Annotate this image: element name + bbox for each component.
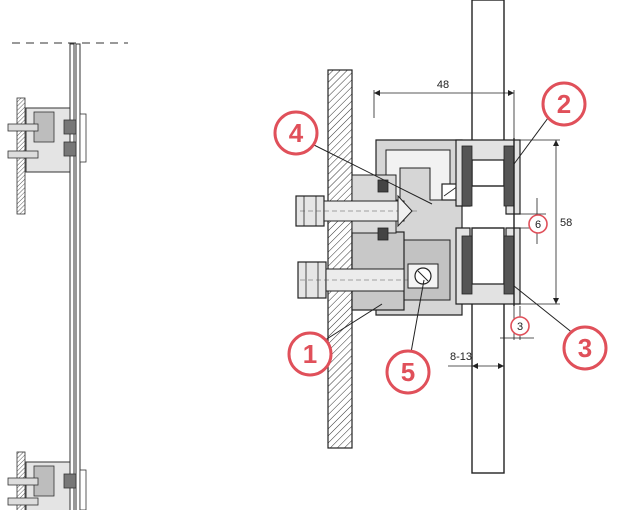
lower-bolt (297, 261, 420, 299)
dim-8-13-label: 8-13 (450, 351, 472, 363)
dim-48-label: 48 (437, 79, 449, 91)
hatched-support-wall (327, 69, 353, 449)
leader-4 (307, 141, 433, 205)
lower-outer-plate (79, 469, 87, 511)
callout-2: 2 (541, 81, 587, 127)
glass-pane-right (75, 43, 81, 515)
callout-4: 4 (273, 110, 319, 156)
lower-gasket (63, 473, 77, 489)
upper-bracket-small (7, 97, 87, 215)
callout-1-circle (287, 331, 333, 377)
dim-3-label: 3 (517, 321, 523, 333)
dimension-48: 48 (373, 79, 515, 140)
callout-4-circle (273, 110, 319, 156)
callout-5: 5 (385, 349, 431, 395)
callout-3: 3 (562, 325, 608, 371)
dimension-3: 3 (500, 306, 534, 340)
upper-bolt-tip (397, 194, 413, 228)
upper-bolt (295, 179, 420, 241)
callout-4-label: 4 (289, 118, 304, 148)
dimension-8-13: 8-13 (448, 351, 505, 374)
upper-gasket-top (63, 119, 77, 135)
callout-1-label: 1 (303, 339, 317, 369)
callout-2-label: 2 (557, 89, 571, 119)
callout-5-circle (385, 349, 431, 395)
dim-6-label: 6 (535, 219, 541, 231)
part3-gasket-outer-lower (503, 235, 515, 295)
detail-section: 48 58 6 3 (273, 0, 608, 474)
lower-bolt-1 (7, 477, 39, 486)
overview-elevation (7, 42, 128, 515)
callout-5-label: 5 (401, 357, 415, 387)
dim-6-highlight-circle (528, 214, 548, 234)
leader-3 (513, 285, 575, 335)
leader-5 (409, 279, 425, 359)
lower-bolt-2 (7, 497, 39, 506)
upper-gasket-bottom (63, 141, 77, 157)
dimension-58: 58 (520, 139, 572, 305)
callout-1: 1 (287, 331, 333, 377)
callout-3-label: 3 (578, 333, 592, 363)
upper-bolt-1 (7, 123, 39, 132)
upper-outer-plate (79, 113, 87, 163)
gasket-inner-upper (461, 145, 473, 207)
dimension-6: 6 (520, 198, 548, 244)
leader-1 (321, 303, 383, 343)
callout-3-circle (562, 325, 608, 371)
gasket-inner-lower (461, 235, 473, 295)
dim-3-highlight-circle (510, 316, 530, 336)
dim-58-label: 58 (560, 217, 572, 229)
part2-gasket-outer-upper (503, 145, 515, 207)
callout-2-circle (541, 81, 587, 127)
glass-pane-left (69, 43, 75, 515)
upper-bolt-2 (7, 150, 39, 159)
upper-washer-bottom (377, 227, 389, 241)
lower-bracket-small (7, 451, 87, 515)
glass-pane-lower (471, 227, 505, 474)
leader-2 (513, 117, 549, 165)
